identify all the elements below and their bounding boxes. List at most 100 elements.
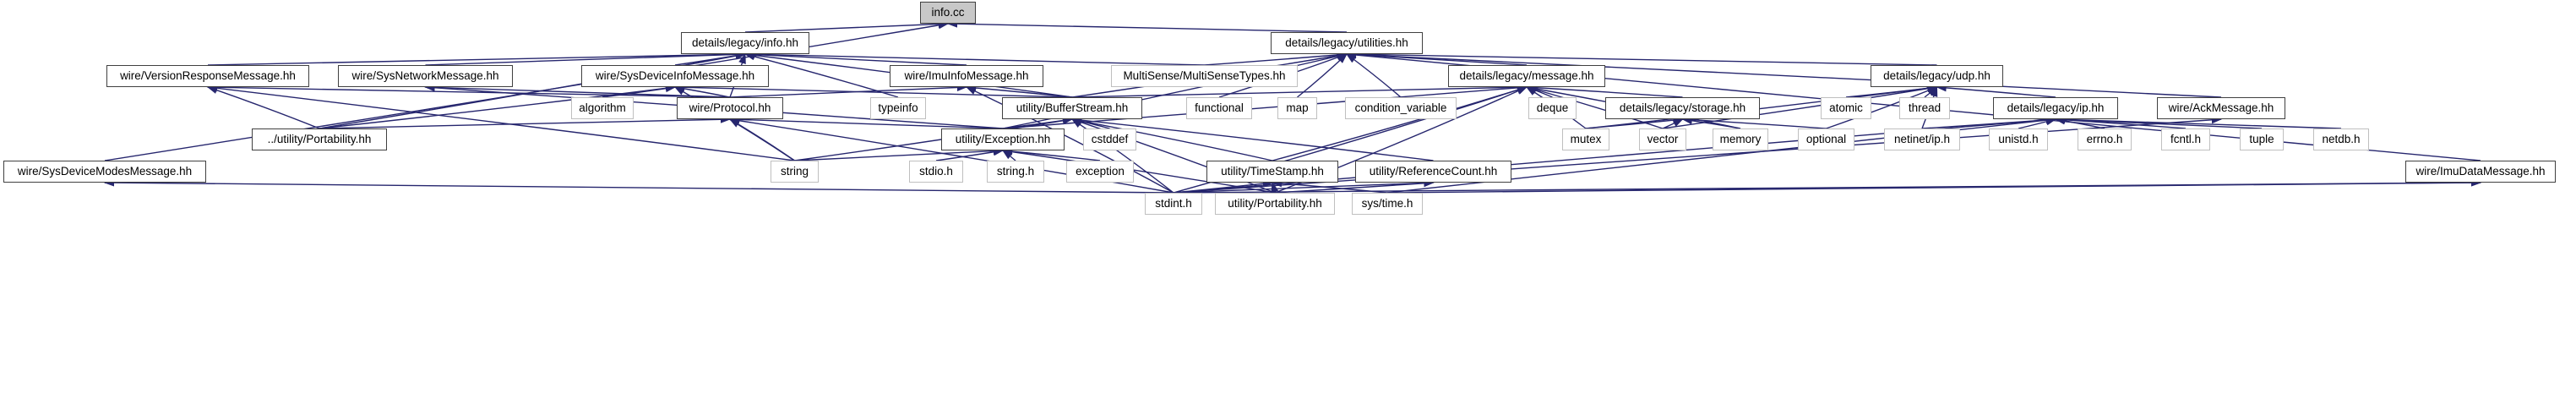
- graph-node[interactable]: details/legacy/info.hh: [681, 32, 809, 54]
- graph-node[interactable]: wire/ImuDataMessage.hh: [2405, 161, 2556, 183]
- graph-node-label: wire/ImuDataMessage.hh: [2415, 165, 2546, 178]
- graph-edge: [319, 84, 677, 129]
- graph-node-label: string: [780, 165, 809, 178]
- graph-node-label: tuple: [2249, 133, 2274, 146]
- graph-node[interactable]: wire/Protocol.hh: [677, 97, 783, 119]
- graph-edge: [729, 84, 968, 98]
- graph-edge: [946, 19, 1348, 33]
- graph-node-label: wire/SysDeviceModesMessage.hh: [17, 165, 193, 178]
- graph-node[interactable]: sys/time.h: [1352, 193, 1423, 215]
- graph-node[interactable]: utility/TimeStamp.hh: [1206, 161, 1338, 183]
- graph-node[interactable]: utility/Portability.hh: [1215, 193, 1335, 215]
- graph-node[interactable]: wire/SysNetworkMessage.hh: [338, 65, 513, 87]
- graph-node[interactable]: MultiSense/MultiSenseTypes.hh: [1111, 65, 1298, 87]
- graph-node[interactable]: condition_variable: [1345, 97, 1457, 119]
- graph-node[interactable]: ../utility/Portability.hh: [252, 128, 387, 150]
- graph-node-label: errno.h: [2086, 133, 2123, 146]
- graph-node-label: details/legacy/udp.hh: [1883, 69, 1991, 83]
- graph-node[interactable]: info.cc: [920, 2, 976, 24]
- graph-node[interactable]: errno.h: [2078, 128, 2132, 150]
- graph-edge: [1173, 178, 1435, 194]
- graph-node-label: thread: [1908, 101, 1942, 115]
- graph-edge: [1345, 51, 2222, 98]
- graph-node-label: fcntl.h: [2170, 133, 2202, 146]
- graph-edge: [1070, 118, 1174, 194]
- graph-node[interactable]: string: [771, 161, 819, 183]
- graph-edge: [673, 83, 1073, 98]
- graph-node[interactable]: tuple: [2240, 128, 2284, 150]
- graph-node[interactable]: map: [1277, 97, 1317, 119]
- graph-node-label: deque: [1536, 101, 1569, 115]
- graph-node-label: optional: [1805, 133, 1847, 146]
- graph-node-label: wire/SysNetworkMessage.hh: [351, 69, 499, 83]
- graph-node[interactable]: memory: [1713, 128, 1768, 150]
- graph-node[interactable]: utility/Exception.hh: [941, 128, 1065, 150]
- graph-node-label: vector: [1647, 133, 1679, 146]
- graph-node[interactable]: algorithm: [571, 97, 634, 119]
- graph-node-label: exception: [1076, 165, 1125, 178]
- graph-edge: [1204, 51, 1348, 66]
- graph-edge: [2054, 115, 2342, 129]
- graph-edge: [744, 20, 950, 33]
- graph-edge: [1662, 85, 1938, 129]
- graph-edge: [1826, 86, 1938, 129]
- graph-node[interactable]: wire/SysDeviceModesMessage.hh: [3, 161, 206, 183]
- graph-node[interactable]: cstddef: [1083, 128, 1136, 150]
- graph-node[interactable]: thread: [1899, 97, 1950, 119]
- graph-node[interactable]: stdio.h: [909, 161, 963, 183]
- graph-node-label: utility/Portability.hh: [1228, 197, 1322, 210]
- graph-node-label: cstddef: [1091, 133, 1129, 146]
- graph-node-label: string.h: [996, 165, 1035, 178]
- graph-edge: [1585, 116, 1684, 129]
- graph-node[interactable]: details/legacy/udp.hh: [1871, 65, 2003, 87]
- graph-node[interactable]: exception: [1066, 161, 1134, 183]
- graph-node[interactable]: wire/AckMessage.hh: [2157, 97, 2285, 119]
- graph-node[interactable]: unistd.h: [1989, 128, 2048, 150]
- graph-node[interactable]: functional: [1186, 97, 1252, 119]
- graph-node[interactable]: wire/VersionResponseMessage.hh: [106, 65, 309, 87]
- graph-node-label: MultiSense/MultiSenseTypes.hh: [1123, 69, 1286, 83]
- graph-node[interactable]: wire/SysDeviceInfoMessage.hh: [581, 65, 769, 87]
- graph-edge: [794, 117, 1074, 161]
- graph-edge: [965, 86, 1174, 194]
- graph-node-label: netdb.h: [2322, 133, 2361, 146]
- graph-node[interactable]: details/legacy/message.hh: [1448, 65, 1605, 87]
- graph-edge: [206, 83, 731, 98]
- graph-node[interactable]: deque: [1528, 97, 1577, 119]
- graph-edge: [728, 115, 1004, 129]
- graph-edge: [965, 84, 1073, 98]
- graph-node-label: details/legacy/utilities.hh: [1285, 36, 1408, 50]
- graph-node-label: utility/TimeStamp.hh: [1221, 165, 1324, 178]
- graph-node[interactable]: string.h: [987, 161, 1044, 183]
- graph-node[interactable]: vector: [1639, 128, 1686, 150]
- graph-node[interactable]: typeinfo: [870, 97, 926, 119]
- graph-node[interactable]: utility/BufferStream.hh: [1002, 97, 1142, 119]
- graph-edge: [1173, 179, 1274, 194]
- graph-edge: [1070, 118, 1276, 194]
- graph-node[interactable]: wire/ImuInfoMessage.hh: [890, 65, 1043, 87]
- graph-node[interactable]: stdint.h: [1145, 193, 1202, 215]
- graph-node-label: functional: [1195, 101, 1244, 115]
- graph-node[interactable]: utility/ReferenceCount.hh: [1355, 161, 1511, 183]
- graph-node-label: algorithm: [579, 101, 626, 115]
- graph-node-label: unistd.h: [1998, 133, 2039, 146]
- graph-node-label: details/legacy/storage.hh: [1619, 101, 1746, 115]
- graph-edge: [743, 51, 967, 66]
- graph-node[interactable]: details/legacy/ip.hh: [1993, 97, 2118, 119]
- graph-node[interactable]: mutex: [1562, 128, 1609, 150]
- graph-edge: [319, 115, 732, 129]
- graph-edge: [1386, 178, 2482, 194]
- graph-node-label: utility/BufferStream.hh: [1016, 101, 1129, 115]
- graph-node-label: wire/Protocol.hh: [689, 101, 771, 115]
- graph-node-label: atomic: [1829, 101, 1863, 115]
- graph-node[interactable]: details/legacy/utilities.hh: [1271, 32, 1423, 54]
- graph-node[interactable]: fcntl.h: [2161, 128, 2210, 150]
- graph-node[interactable]: netdb.h: [2313, 128, 2369, 150]
- graph-node[interactable]: details/legacy/storage.hh: [1605, 97, 1760, 119]
- graph-node[interactable]: optional: [1798, 128, 1854, 150]
- graph-edge: [1345, 50, 1937, 66]
- graph-node[interactable]: atomic: [1821, 97, 1871, 119]
- graph-edge: [1525, 84, 1683, 98]
- graph-node[interactable]: netinet/ip.h: [1884, 128, 1960, 150]
